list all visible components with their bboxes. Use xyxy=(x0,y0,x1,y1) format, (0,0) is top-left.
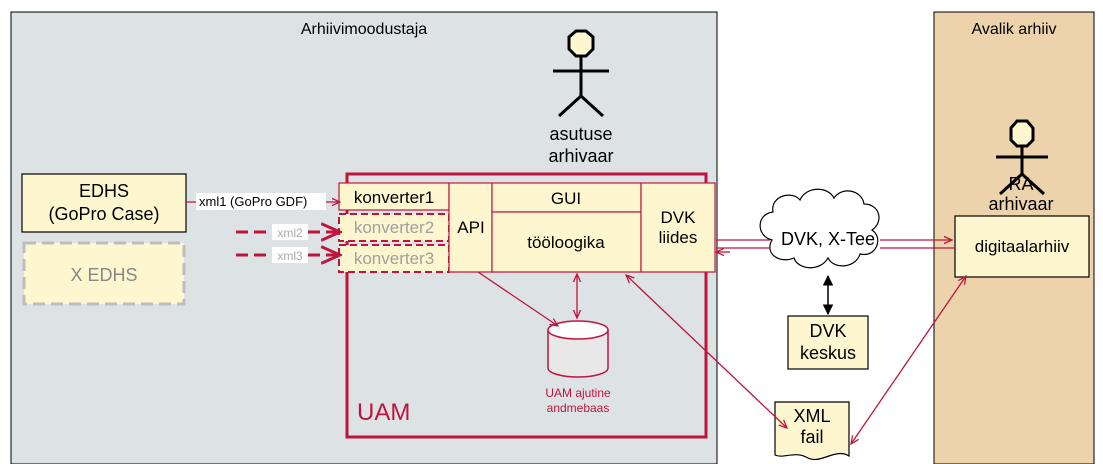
dvk-center-label-2: keskus xyxy=(800,343,856,363)
gui-label: GUI xyxy=(551,189,581,208)
xml-file-document-icon xyxy=(774,401,850,460)
logic-box xyxy=(491,211,642,273)
api-box xyxy=(448,182,493,273)
xml-archive-arrow xyxy=(851,276,966,444)
converter1-label: konverter1 xyxy=(354,188,434,207)
agency-archivist-actor-icon xyxy=(553,29,609,118)
edhs-label-2: (GoPro Case) xyxy=(48,204,159,224)
digital-archive-label: digitaalarhiiv xyxy=(975,237,1070,256)
xml2-label-bg xyxy=(272,224,308,240)
xml-file-label-2: fail xyxy=(800,427,823,447)
api-label: API xyxy=(457,218,484,237)
gui-box xyxy=(491,182,642,213)
xml1-label-bg xyxy=(196,193,326,210)
converter2-label: konverter2 xyxy=(354,218,434,237)
edhs-label-1: EDHS xyxy=(79,181,129,201)
ra-archivist-label-1: RA xyxy=(1008,174,1033,194)
agency-archivist-label-1: asutuse xyxy=(549,124,612,144)
x-edhs-label: X EDHS xyxy=(70,265,137,285)
ra-archivist-actor-icon xyxy=(996,119,1048,196)
database-icon xyxy=(547,320,609,378)
ra-archivist-label-2: arhivaar xyxy=(988,194,1053,214)
xml-file-label-1: XML xyxy=(793,406,830,426)
dvk-xtee-cloud-icon xyxy=(759,188,880,269)
x-edhs-box xyxy=(22,241,186,306)
dvk-interface-label-1: DVK xyxy=(661,208,697,227)
database-label-2: andmebaas xyxy=(547,401,610,415)
dvk-center-label-1: DVK xyxy=(809,321,846,341)
uam-title: UAM xyxy=(357,399,410,426)
converter2-box xyxy=(338,213,450,242)
dvk-interface-label-2: liides xyxy=(659,228,698,247)
xml1-label: xml1 (GoPro GDF) xyxy=(199,194,307,209)
cloud-label: DVK, X-Tee xyxy=(781,229,875,249)
producer-zone-label: Arhiivimoodustaja xyxy=(301,21,427,38)
xml3-label: xml3 xyxy=(277,249,303,263)
public-archive-zone-label: Avalik arhiiv xyxy=(971,21,1056,38)
api-db-arrow xyxy=(477,271,558,326)
edhs-box xyxy=(21,173,187,233)
database-label-1: UAM ajutine xyxy=(545,386,611,400)
digital-archive-box xyxy=(954,215,1090,278)
logic-label: tööloogika xyxy=(527,233,605,252)
xml2-label: xml2 xyxy=(277,226,303,240)
agency-archivist-label-2: arhivaar xyxy=(548,146,613,166)
converter3-label: konverter3 xyxy=(354,249,434,268)
dvk-interface-box xyxy=(640,182,716,273)
logic-xml-arrow xyxy=(626,275,787,428)
xml3-label-bg xyxy=(272,247,308,263)
converter1-box xyxy=(338,182,450,211)
